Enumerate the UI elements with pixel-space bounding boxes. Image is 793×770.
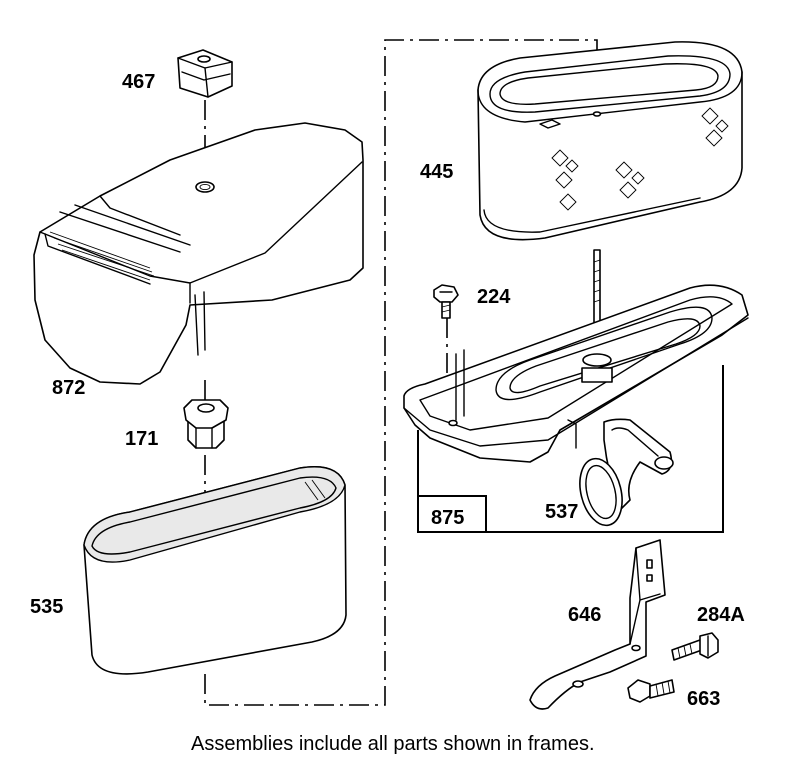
o-ring-537 xyxy=(579,457,623,527)
screw-224 xyxy=(433,284,459,319)
filter-pattern xyxy=(551,107,729,211)
label-445: 445 xyxy=(420,161,453,183)
label-224: 224 xyxy=(477,286,511,308)
label-467: 467 xyxy=(122,71,155,93)
label-875: 875 xyxy=(431,507,464,529)
label-171: 171 xyxy=(125,428,158,450)
knob-467 xyxy=(177,49,233,98)
cover-872 xyxy=(33,122,364,385)
screw-284a xyxy=(671,632,719,661)
pre-cleaner-535 xyxy=(83,466,347,675)
label-535: 535 xyxy=(30,596,63,618)
assembly-frame-875 xyxy=(417,365,724,533)
screw-663 xyxy=(627,679,675,703)
label-872: 872 xyxy=(52,377,85,399)
bracket-646 xyxy=(529,539,666,710)
caption: Assemblies include all parts shown in fr… xyxy=(191,733,595,755)
air-filter-445 xyxy=(477,41,743,241)
label-284a: 284A xyxy=(697,604,745,626)
label-537: 537 xyxy=(545,501,578,523)
label-663: 663 xyxy=(687,688,720,710)
grommet-171 xyxy=(183,399,229,449)
label-646: 646 xyxy=(568,604,601,626)
part-labels: 467 445 224 872 171 875 537 535 646 284A… xyxy=(30,71,745,710)
